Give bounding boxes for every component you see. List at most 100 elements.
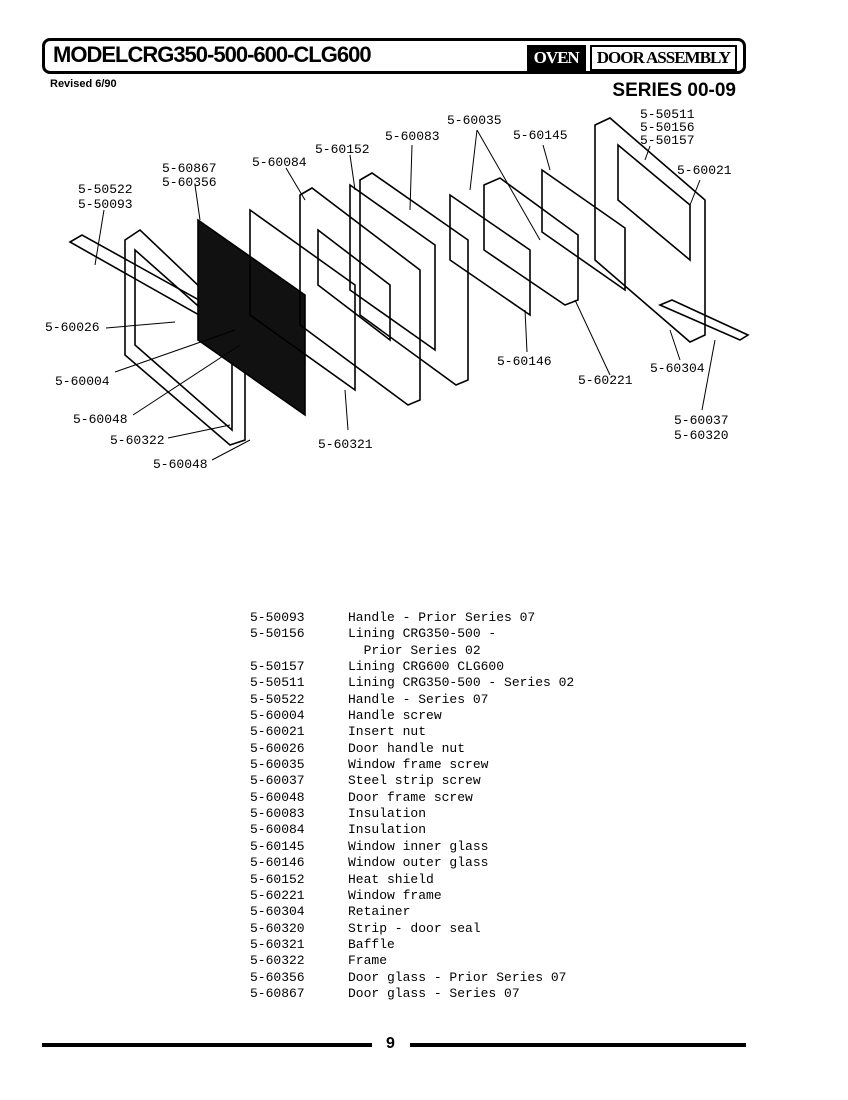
window-frame-part bbox=[483, 177, 579, 306]
assembly-tag: DOOR ASSEMBLY bbox=[589, 45, 737, 71]
part-description: Door glass - Series 07 bbox=[348, 985, 520, 1001]
footer-rule-right bbox=[410, 1043, 746, 1047]
callout-label: 5-60320 bbox=[674, 428, 729, 443]
part-description: Door glass - Prior Series 07 bbox=[348, 969, 567, 985]
part-number: 5-60356 bbox=[250, 969, 305, 985]
exploded-diagram: 5-50522 5-50093 5-60867 5-60356 5-60084 … bbox=[45, 107, 750, 472]
callout-label: 5-60048 bbox=[153, 457, 208, 472]
parts-row: Prior Series 02 bbox=[250, 643, 574, 659]
part-number: 5-50522 bbox=[250, 691, 305, 707]
part-description: Window inner glass bbox=[348, 838, 489, 854]
part-number: 5-60021 bbox=[250, 724, 305, 740]
title-tags: OVEN DOOR ASSEMBLY bbox=[526, 45, 737, 71]
parts-row: 5-50522 Handle - Series 07 bbox=[250, 692, 574, 708]
callout-label: 5-50511 bbox=[640, 107, 695, 122]
part-description: Prior Series 02 bbox=[348, 642, 481, 658]
insulation-84-part bbox=[299, 187, 421, 406]
parts-row: 5-60048 Door frame screw bbox=[250, 790, 574, 806]
parts-row: 5-60037 Steel strip screw bbox=[250, 773, 574, 789]
footer-rule-left bbox=[42, 1043, 372, 1047]
part-description: Heat shield bbox=[348, 871, 434, 887]
leader-lines bbox=[94, 129, 716, 461]
callout-label: 5-60048 bbox=[73, 412, 128, 427]
callout-label: 5-60322 bbox=[110, 433, 165, 448]
part-number: 5-60026 bbox=[250, 740, 305, 756]
part-description: Steel strip screw bbox=[348, 773, 481, 789]
callout-label: 5-60021 bbox=[677, 163, 732, 178]
callout-label: 5-60356 bbox=[162, 175, 217, 190]
door-glass-part bbox=[197, 218, 306, 417]
callout-labels: 5-50522 5-50093 5-60867 5-60356 5-60084 … bbox=[45, 107, 732, 472]
baffle-part bbox=[249, 208, 356, 392]
part-description: Frame bbox=[348, 953, 388, 969]
part-description: Window frame bbox=[348, 887, 442, 903]
part-description: Lining CRG600 CLG600 bbox=[348, 659, 505, 675]
part-number: 5-50157 bbox=[250, 659, 305, 675]
part-description: Insulation bbox=[348, 806, 427, 822]
callout-label: 5-60152 bbox=[315, 142, 370, 157]
heat-shield-part bbox=[349, 183, 436, 352]
part-description: Retainer bbox=[348, 904, 411, 920]
series-label: SERIES 00-09 bbox=[612, 80, 736, 101]
callout-label: 5-60083 bbox=[385, 129, 440, 144]
insulation-83-part bbox=[359, 172, 469, 386]
page-number: 9 bbox=[386, 1035, 395, 1052]
part-number: 5-60322 bbox=[250, 953, 305, 969]
part-number: 5-60048 bbox=[250, 789, 305, 805]
callout-label: 5-60004 bbox=[55, 374, 110, 389]
part-description: Lining CRG350-500 - bbox=[348, 626, 497, 642]
callout-label: 5-60304 bbox=[650, 361, 705, 376]
part-number: 5-60146 bbox=[250, 855, 305, 871]
callout-label: 5-60084 bbox=[252, 155, 307, 170]
part-number: 5-60083 bbox=[250, 806, 305, 822]
part-description: Strip - door seal bbox=[348, 920, 481, 936]
part-description: Insulation bbox=[348, 822, 427, 838]
insulation-84-window bbox=[317, 228, 391, 342]
part-number: 5-60304 bbox=[250, 904, 305, 920]
seal-strip-part bbox=[657, 299, 750, 341]
part-number: 5-60037 bbox=[250, 773, 305, 789]
parts-row: 5-60083 Insulation bbox=[250, 806, 574, 822]
lining-part bbox=[594, 117, 706, 343]
part-description: Door frame screw bbox=[348, 789, 473, 805]
part-description: Door handle nut bbox=[348, 740, 466, 756]
frame-part bbox=[124, 228, 246, 446]
parts-row: 5-60145 Window inner glass bbox=[250, 839, 574, 855]
callout-label: 5-60145 bbox=[513, 128, 568, 143]
part-number: 5-60035 bbox=[250, 757, 305, 773]
part-number: 5-50156 bbox=[250, 626, 305, 642]
part-number: 5-60145 bbox=[250, 838, 305, 854]
callout-label: 5-50157 bbox=[640, 133, 695, 148]
window-outer-glass-part bbox=[449, 193, 531, 317]
parts-row: 5-60322 Frame bbox=[250, 953, 574, 969]
callout-label: 5-60037 bbox=[674, 413, 729, 428]
title-bar: MODELCRG350-500-600-CLG600 OVEN DOOR ASS… bbox=[42, 38, 746, 74]
part-description: Handle screw bbox=[348, 708, 442, 724]
model-title: MODELCRG350-500-600-CLG600 bbox=[53, 42, 372, 67]
parts-row: 5-60021 Insert nut bbox=[250, 724, 574, 740]
part-description: Handle - Prior Series 07 bbox=[348, 610, 536, 625]
lining-window bbox=[617, 143, 691, 262]
part-number: 5-60321 bbox=[250, 936, 305, 952]
parts-row: 5-50156 Lining CRG350-500 - bbox=[250, 626, 574, 642]
diagram-parts bbox=[68, 117, 750, 446]
parts-row: 5-60026 Door handle nut bbox=[250, 741, 574, 757]
callout-label: 5-50156 bbox=[640, 120, 695, 135]
window-inner-glass-part bbox=[541, 168, 626, 292]
part-description: Baffle bbox=[348, 936, 395, 952]
callout-label: 5-60026 bbox=[45, 320, 100, 335]
part-description: Insert nut bbox=[348, 724, 427, 740]
part-description: Handle - Series 07 bbox=[348, 691, 489, 707]
part-number bbox=[250, 643, 348, 659]
callout-label: 5-60035 bbox=[447, 113, 502, 128]
parts-row: 5-50157 Lining CRG600 CLG600 bbox=[250, 659, 574, 675]
